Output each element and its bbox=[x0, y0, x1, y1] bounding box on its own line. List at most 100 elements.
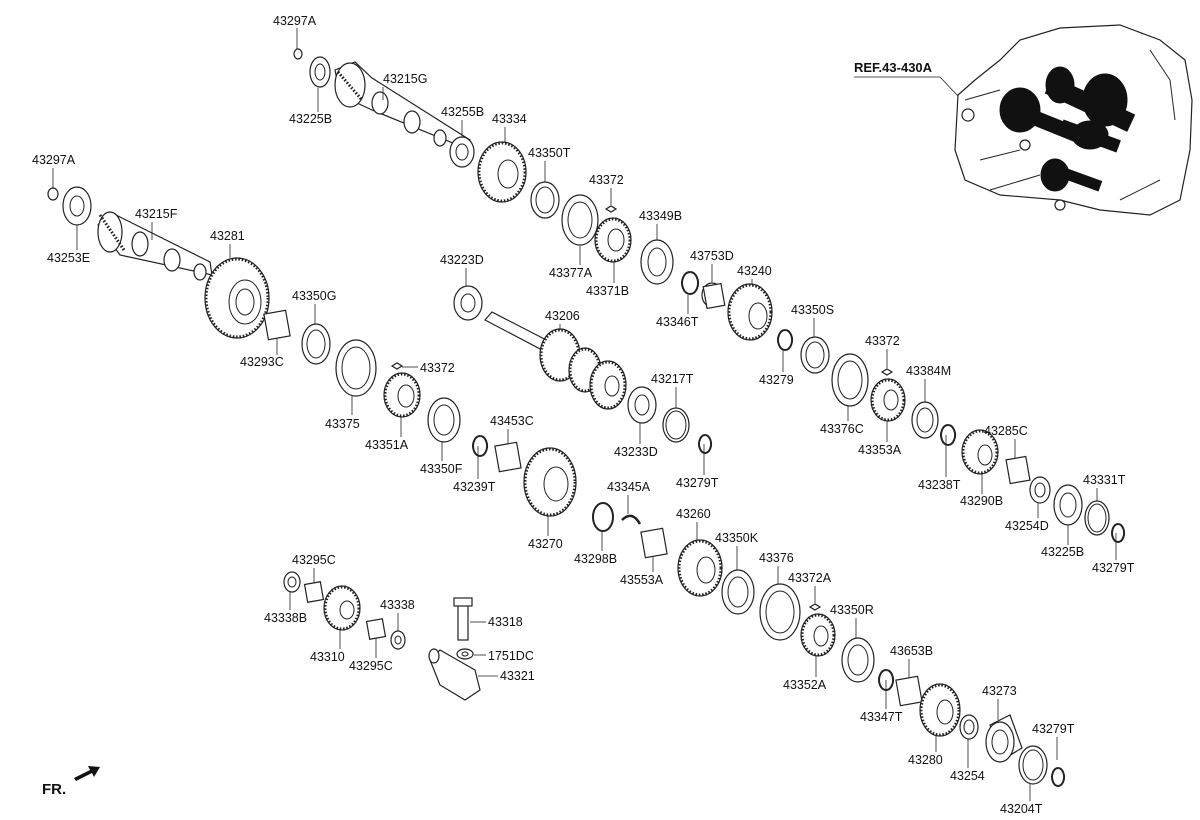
synchro-ring-43298B bbox=[592, 502, 614, 532]
label-43350R: 43350R bbox=[830, 603, 874, 617]
label-43297A-top: 43297A bbox=[273, 14, 317, 28]
snap-ring-43239T bbox=[472, 435, 489, 457]
synchro-ring-43350R bbox=[841, 637, 875, 683]
label-43346T: 43346T bbox=[656, 315, 699, 329]
label-43753D: 43753D bbox=[690, 249, 734, 263]
key-43372A bbox=[808, 603, 822, 611]
sleeve-43376 bbox=[759, 583, 801, 641]
label-43353A: 43353A bbox=[858, 443, 902, 457]
label-43279T-a: 43279T bbox=[676, 476, 719, 490]
needle-bearing-43453C bbox=[494, 441, 522, 473]
washer-43338B bbox=[283, 571, 301, 593]
label-43255B: 43255B bbox=[441, 105, 484, 119]
synchro-hub-43352A bbox=[800, 613, 836, 657]
label-43279T-c: 43279T bbox=[1032, 722, 1075, 736]
label-43297A-left: 43297A bbox=[32, 153, 76, 167]
label-43372-a: 43372 bbox=[589, 173, 624, 187]
label-43338: 43338 bbox=[380, 598, 415, 612]
label-43350T: 43350T bbox=[528, 146, 571, 160]
label-43254: 43254 bbox=[950, 769, 985, 783]
label-43273: 43273 bbox=[982, 684, 1017, 698]
gear-43260 bbox=[677, 539, 723, 597]
snap-ring-43346T bbox=[681, 271, 700, 295]
needle-bearing-43295C-top bbox=[303, 581, 325, 603]
label-43653B: 43653B bbox=[890, 644, 933, 658]
shim-43204T bbox=[1018, 745, 1048, 785]
needle-bearing-43293C bbox=[263, 309, 291, 341]
label-43217T: 43217T bbox=[651, 372, 694, 386]
front-direction-label: FR. bbox=[42, 781, 66, 798]
label-43384M: 43384M bbox=[906, 364, 951, 378]
snap-ring-43279-mid bbox=[777, 329, 794, 351]
label-43204T: 43204T bbox=[1000, 802, 1043, 816]
label-43295C-bottom: 43295C bbox=[349, 659, 393, 673]
label-43290B: 43290B bbox=[960, 494, 1003, 508]
synchro-ring-43350T bbox=[530, 181, 560, 219]
needle-bearing-43553A bbox=[640, 527, 668, 559]
label-43375: 43375 bbox=[325, 417, 360, 431]
differential-gear-43281 bbox=[204, 257, 270, 339]
bearing-43225B-right bbox=[1053, 484, 1083, 526]
needle-bearing-43295C-bottom bbox=[365, 618, 387, 640]
label-43233D: 43233D bbox=[614, 445, 658, 459]
label-43334: 43334 bbox=[492, 112, 527, 126]
bearing-43255B bbox=[449, 136, 475, 168]
key-43372-left bbox=[390, 362, 404, 370]
label-43372A: 43372A bbox=[788, 571, 832, 585]
needle-bearing-43653B bbox=[895, 675, 923, 707]
label-1751DC: 1751DC bbox=[488, 649, 534, 663]
label-43285C: 43285C bbox=[984, 424, 1028, 438]
label-43352A: 43352A bbox=[783, 678, 827, 692]
label-43260: 43260 bbox=[676, 507, 711, 521]
front-direction-arrow-icon bbox=[74, 766, 100, 781]
bearing-43273 bbox=[985, 714, 1023, 763]
gear-43290B bbox=[961, 429, 999, 475]
shim-43331T bbox=[1084, 500, 1110, 536]
label-43240: 43240 bbox=[737, 264, 772, 278]
label-43350F: 43350F bbox=[420, 462, 463, 476]
input-shaft-43215G bbox=[334, 61, 471, 151]
label-43239T: 43239T bbox=[453, 480, 496, 494]
counter-shaft-43206 bbox=[484, 311, 627, 410]
label-43270: 43270 bbox=[528, 537, 563, 551]
label-43350K: 43350K bbox=[715, 531, 759, 545]
synchro-hub-43371B bbox=[594, 217, 632, 263]
bearing-43225B-top bbox=[293, 48, 331, 88]
snap-ring-43279T-right bbox=[1111, 523, 1126, 543]
label-43347T: 43347T bbox=[860, 710, 903, 724]
bolt-43318 bbox=[453, 597, 473, 641]
washer-43254D bbox=[1029, 476, 1051, 504]
label-43376C: 43376C bbox=[820, 422, 864, 436]
synchro-ring-43350K bbox=[721, 569, 755, 615]
bearing-43233D bbox=[627, 386, 657, 424]
gear-43334 bbox=[477, 141, 527, 203]
label-43350G: 43350G bbox=[292, 289, 336, 303]
label-43331T: 43331T bbox=[1083, 473, 1126, 487]
label-43372-b: 43372 bbox=[420, 361, 455, 375]
idler-gear-43310 bbox=[323, 585, 361, 631]
label-43298B: 43298B bbox=[574, 552, 617, 566]
label-43254D: 43254D bbox=[1005, 519, 1049, 533]
output-shaft-43215F bbox=[97, 211, 213, 281]
snap-ring-43238T bbox=[940, 424, 957, 446]
label-43349B: 43349B bbox=[639, 209, 682, 223]
label-43215G: 43215G bbox=[383, 72, 427, 86]
label-43321: 43321 bbox=[500, 669, 535, 683]
needle-bearing-43753D bbox=[701, 282, 726, 310]
ref-label: REF.43-430A bbox=[854, 60, 933, 75]
sleeve-43375 bbox=[335, 339, 377, 397]
bearing-43349B bbox=[640, 239, 674, 285]
label-43280: 43280 bbox=[908, 753, 943, 767]
label-43453C: 43453C bbox=[490, 414, 534, 428]
snap-ring-43345A bbox=[621, 514, 642, 525]
part-labels: 43297A 43225B 43215G 43255B 43334 43350T… bbox=[32, 14, 1135, 816]
label-43281: 43281 bbox=[210, 229, 245, 243]
bearing-43253E bbox=[62, 186, 92, 226]
label-43225B-top: 43225B bbox=[289, 112, 332, 126]
synchro-ring-43350F bbox=[427, 397, 461, 443]
gear-43280 bbox=[919, 683, 961, 737]
washer-1751DC bbox=[456, 648, 474, 660]
sleeve-43376C bbox=[831, 353, 869, 407]
label-43351A: 43351A bbox=[365, 438, 409, 452]
